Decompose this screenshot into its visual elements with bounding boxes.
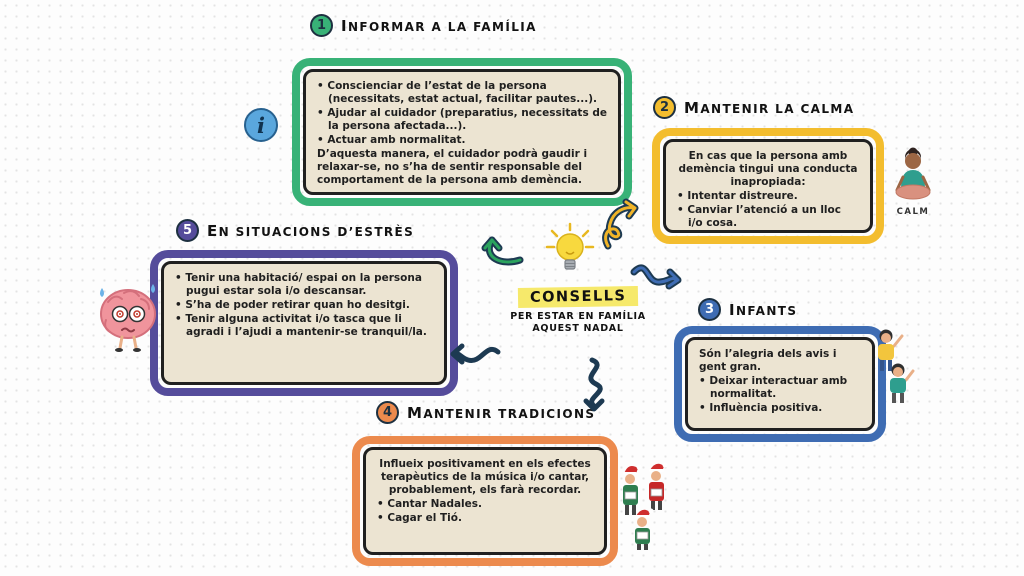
stressed-brain-illustration — [100, 284, 156, 352]
bullet-item: Cagar el Tió. — [377, 512, 593, 525]
arrow-yellow-icon — [602, 198, 639, 250]
section-2-header: 2 MANTENIR LA CALMA — [653, 96, 854, 119]
section-5-number-badge: 5 — [176, 219, 199, 242]
section-1-title: INFORMAR A LA FAMÍLIA — [341, 16, 537, 35]
section-4-title: MANTENIR TRADICIONS — [407, 403, 596, 422]
paragraph: En cas que la persona amb demència tingu… — [678, 150, 858, 189]
bullet-item: Tenir alguna activitat i/o tasca que li … — [175, 313, 433, 339]
bullet-item: Cantar Nadales. — [377, 498, 593, 511]
section-2-title: MANTENIR LA CALMA — [684, 98, 855, 117]
center-subtitle-line1: PER ESTAR EN FAMÍLIA — [510, 311, 646, 322]
section-3-title: INFANTS — [729, 300, 798, 319]
section-2-content: En cas que la persona amb demència tingu… — [663, 139, 873, 233]
bullet-item: Conscienciar de l’estat de la persona (n… — [317, 80, 607, 106]
calm-person-illustration: CALM — [888, 146, 938, 217]
section-5-header: 5 EN SITUACIONS D’ESTRÈS — [176, 219, 414, 242]
arrow-down-navy-icon — [583, 357, 605, 412]
paragraph: Són l’alegria dels avis i gent gran. — [699, 348, 837, 374]
section-1-number-badge: 1 — [310, 14, 333, 37]
section-4-box: Influeix positivament en els efectes ter… — [352, 436, 618, 566]
section-3-header: 3 INFANTS — [698, 298, 797, 321]
bullet-item: Intentar distreure. — [677, 190, 859, 203]
section-5-content: Tenir una habitació/ espai on la persona… — [161, 261, 447, 385]
arrow-left-navy-icon — [450, 343, 501, 365]
section-1-content: Conscienciar de l’estat de la persona (n… — [303, 69, 621, 195]
center-title: CONSELLS — [517, 285, 639, 309]
paragraph: Influeix positivament en els efectes ter… — [379, 458, 591, 497]
bullet-item: Ajudar al cuidador (preparatius, necessi… — [317, 107, 607, 133]
bullet-item: Deixar interactuar amb normalitat. — [699, 375, 861, 401]
section-4-number-badge: 4 — [376, 401, 399, 424]
bullet-item: Canviar l’atenció a un lloc i/o cosa. — [677, 204, 859, 230]
section-4-header: 4 MANTENIR TRADICIONS — [376, 401, 595, 424]
bullet-item: Actuar amb normalitat. — [317, 134, 607, 147]
section-2-number-badge: 2 — [653, 96, 676, 119]
bullet-item: S’ha de poder retirar quan ho desitgi. — [175, 299, 433, 312]
lightbulb-icon — [545, 222, 595, 270]
calm-label: CALM — [896, 207, 930, 217]
center-subtitle-line2: AQUEST NADAL — [532, 323, 624, 334]
section-1-header: 1 INFORMAR A LA FAMÍLIA — [310, 14, 537, 37]
section-3-number-badge: 3 — [698, 298, 721, 321]
bullet-item: Tenir una habitació/ espai on la persona… — [175, 272, 433, 298]
section-4-content: Influeix positivament en els efectes ter… — [363, 447, 607, 555]
section-3-box: Són l’alegria dels avis i gent gran. Dei… — [674, 326, 886, 442]
children-illustration — [878, 329, 915, 403]
paragraph: D’aquesta manera, el cuidador podrà gaud… — [317, 148, 588, 187]
section-5-box: Tenir una habitació/ espai on la persona… — [150, 250, 458, 396]
carolers-illustration — [623, 462, 668, 550]
section-2-box: En cas que la persona amb demència tingu… — [652, 128, 884, 244]
meditating-person-icon — [895, 147, 931, 200]
section-3-content: Són l’alegria dels avis i gent gran. Dei… — [685, 337, 875, 431]
center-topic: CONSELLS PER ESTAR EN FAMÍLIA AQUEST NAD… — [492, 285, 664, 334]
info-icon: i — [244, 108, 278, 142]
section-1-box: Conscienciar de l’estat de la persona (n… — [292, 58, 632, 206]
arrow-green-icon — [481, 236, 524, 266]
section-5-title: EN SITUACIONS D’ESTRÈS — [207, 221, 415, 240]
arrow-blue-icon — [630, 264, 682, 290]
bullet-item: Influència positiva. — [699, 402, 861, 415]
